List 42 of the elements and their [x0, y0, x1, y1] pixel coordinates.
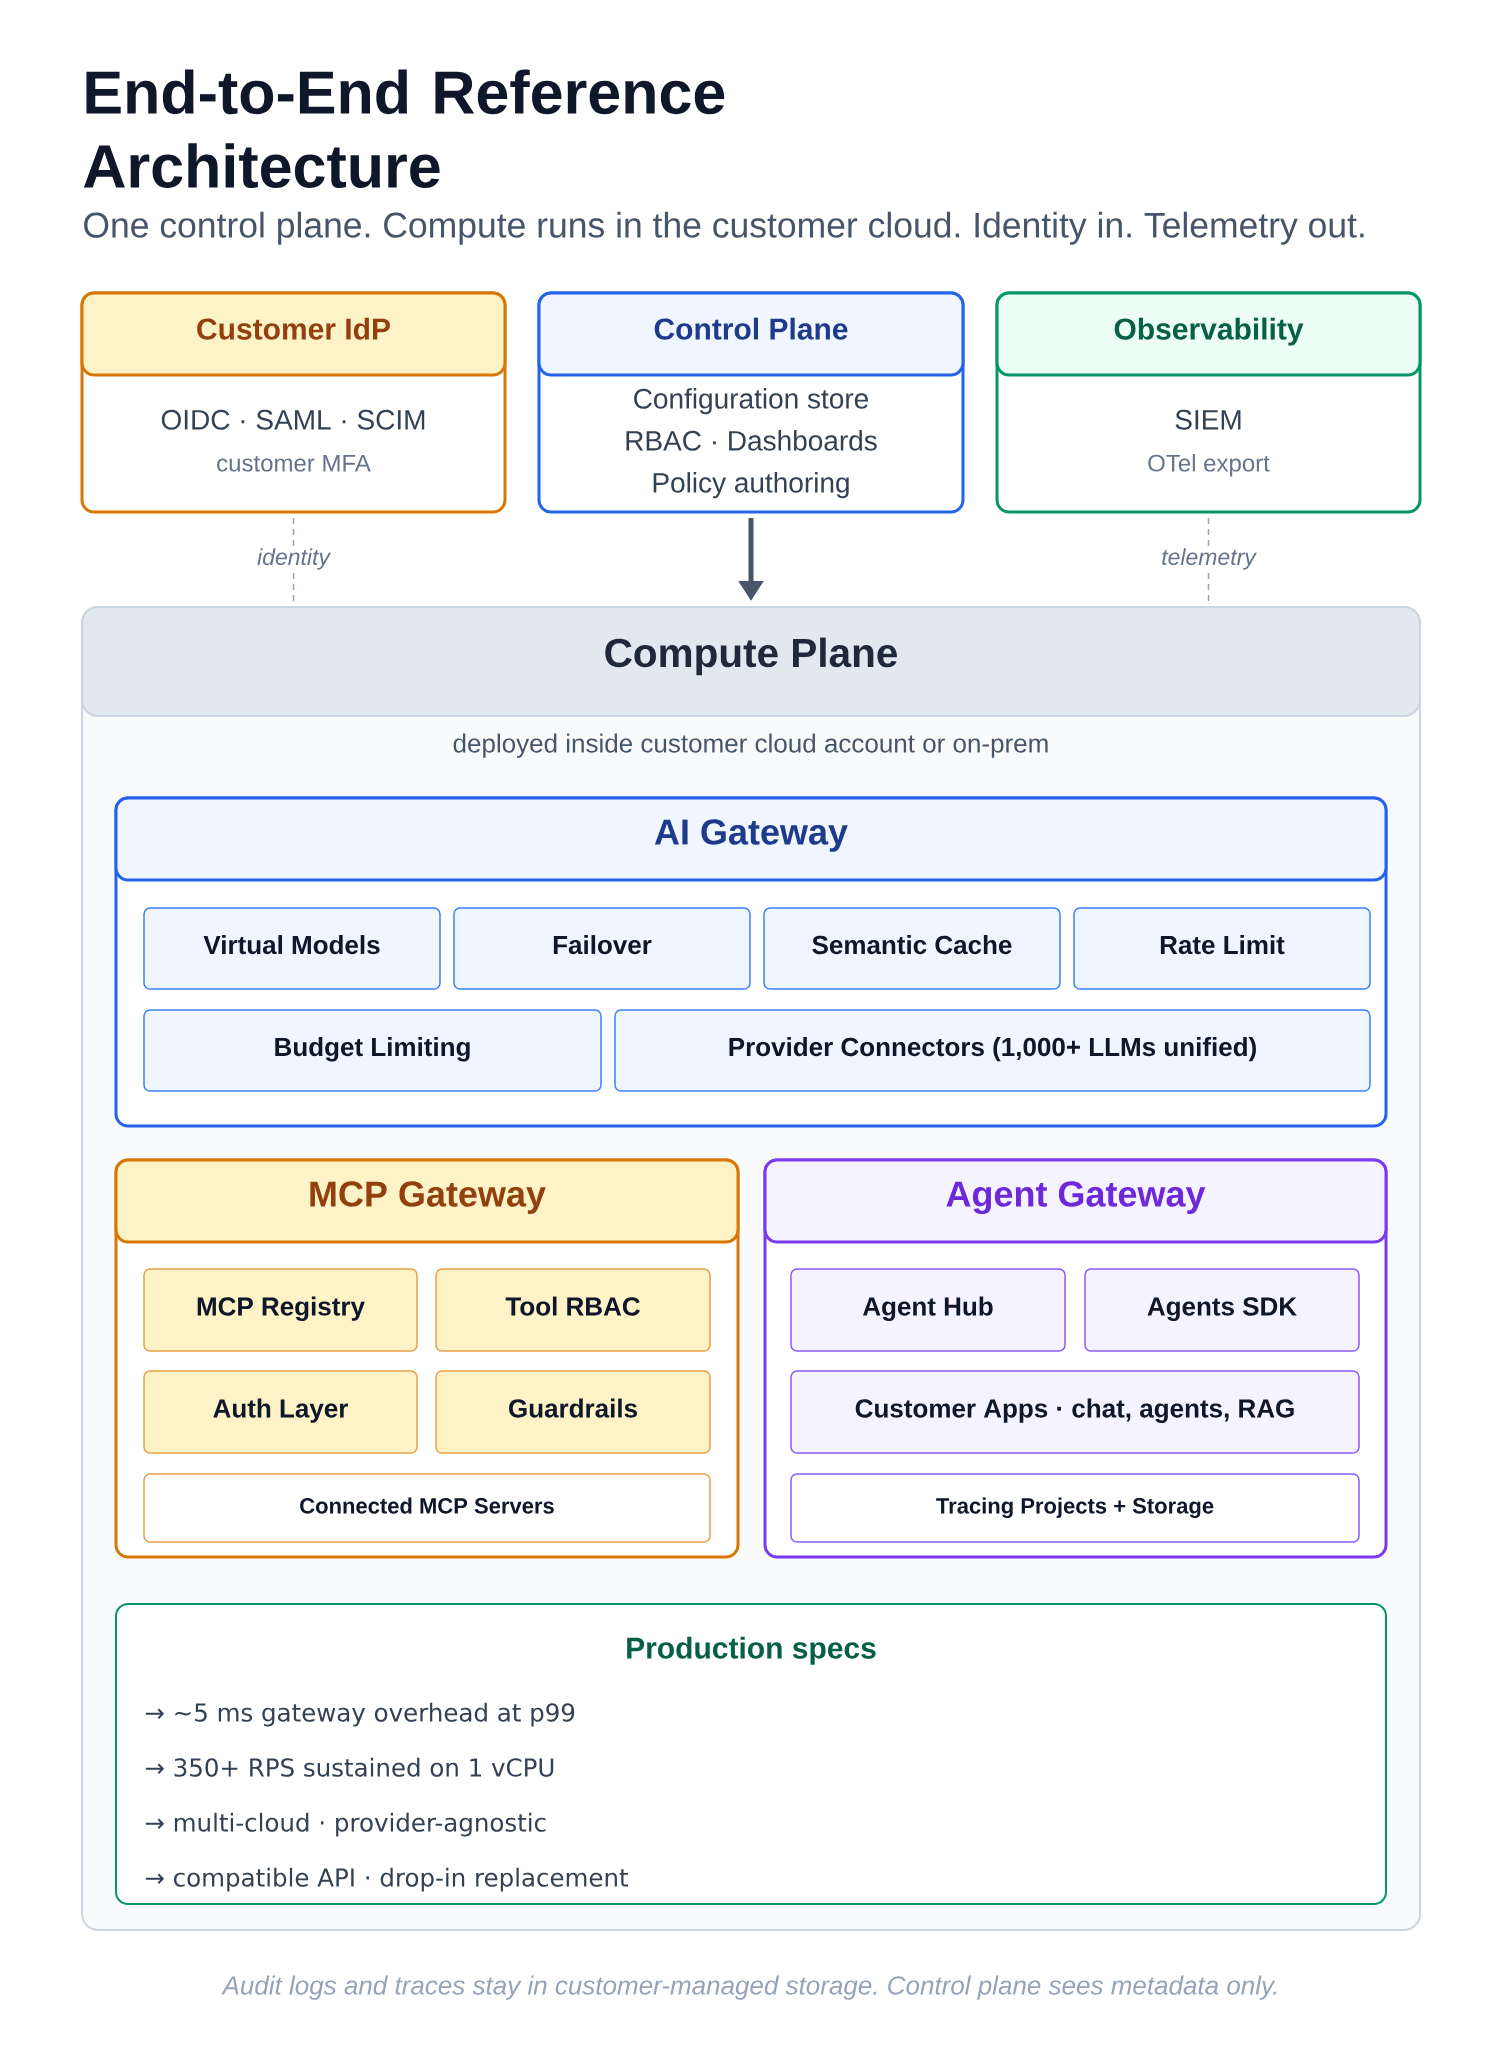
card-text: RBAC · Dashboards [626, 430, 877, 451]
subtitle: One control plane. Compute runs in the customer cloud. Identity in. Telemetry out. [84, 211, 1364, 245]
list-item: → ~5 ms gateway overhead at p99 [145, 1702, 575, 1727]
card-text: Policy authoring [653, 472, 849, 499]
card-header: Control Plane [537, 291, 965, 377]
panel-header: Agent Gateway [763, 1158, 1388, 1244]
edge-label: identity [254, 547, 333, 572]
feature-tile: Budget Limiting [143, 1009, 602, 1092]
connector-line [1207, 517, 1210, 602]
list-item: → compatible API · drop-in replacement [145, 1867, 629, 1892]
feature-tile: Tracing Projects + Storage [790, 1473, 1360, 1543]
card-text: OIDC · SAML · SCIM [161, 409, 425, 430]
card-header: Observability [995, 291, 1422, 377]
list-item: → 350+ RPS sustained on 1 vCPU [145, 1757, 554, 1777]
edge-label: telemetry [1158, 547, 1259, 572]
connector-line [292, 517, 295, 602]
card-note: OTel export [1148, 454, 1270, 477]
caption: Audit logs and traces stay in customer-managed storage. Control plane sees metadata only. [221, 1975, 1277, 2000]
feature-tile: Guardrails [435, 1370, 711, 1454]
card-note: customer MFA [217, 454, 371, 472]
card-text: SIEM [1175, 409, 1241, 430]
feature-tile: Provider Connectors (1,000+ LLMs unified) [614, 1009, 1371, 1092]
plane-header: Compute Plane [81, 606, 1421, 717]
plane-subtitle: deployed inside customer cloud account or on-prem [453, 733, 1048, 758]
feature-tile: Tool RBAC [435, 1268, 711, 1352]
list-item: → multi-cloud · provider-agnostic [145, 1812, 546, 1837]
feature-tile: Virtual Models [143, 907, 441, 990]
card-text: Configuration store [634, 388, 868, 415]
panel-header: MCP Gateway [114, 1158, 740, 1244]
feature-tile: Connected MCP Servers [143, 1473, 711, 1543]
panel-header: AI Gateway [114, 796, 1388, 882]
feature-tile: Rate Limit [1073, 907, 1371, 990]
panel-title: Production specs [627, 1636, 876, 1665]
feature-tile: Agents SDK [1084, 1268, 1360, 1352]
feature-tile: Agent Hub [790, 1268, 1066, 1352]
feature-tile: Customer Apps · chat, agents, RAG [790, 1370, 1360, 1454]
title: End-to-End Reference Architecture [83, 69, 725, 188]
card-header: Customer IdP [80, 291, 507, 377]
feature-tile: Auth Layer [143, 1370, 418, 1454]
feature-tile: Semantic Cache [763, 907, 1061, 990]
feature-tile: Failover [453, 907, 751, 990]
feature-tile: MCP Registry [143, 1268, 418, 1352]
